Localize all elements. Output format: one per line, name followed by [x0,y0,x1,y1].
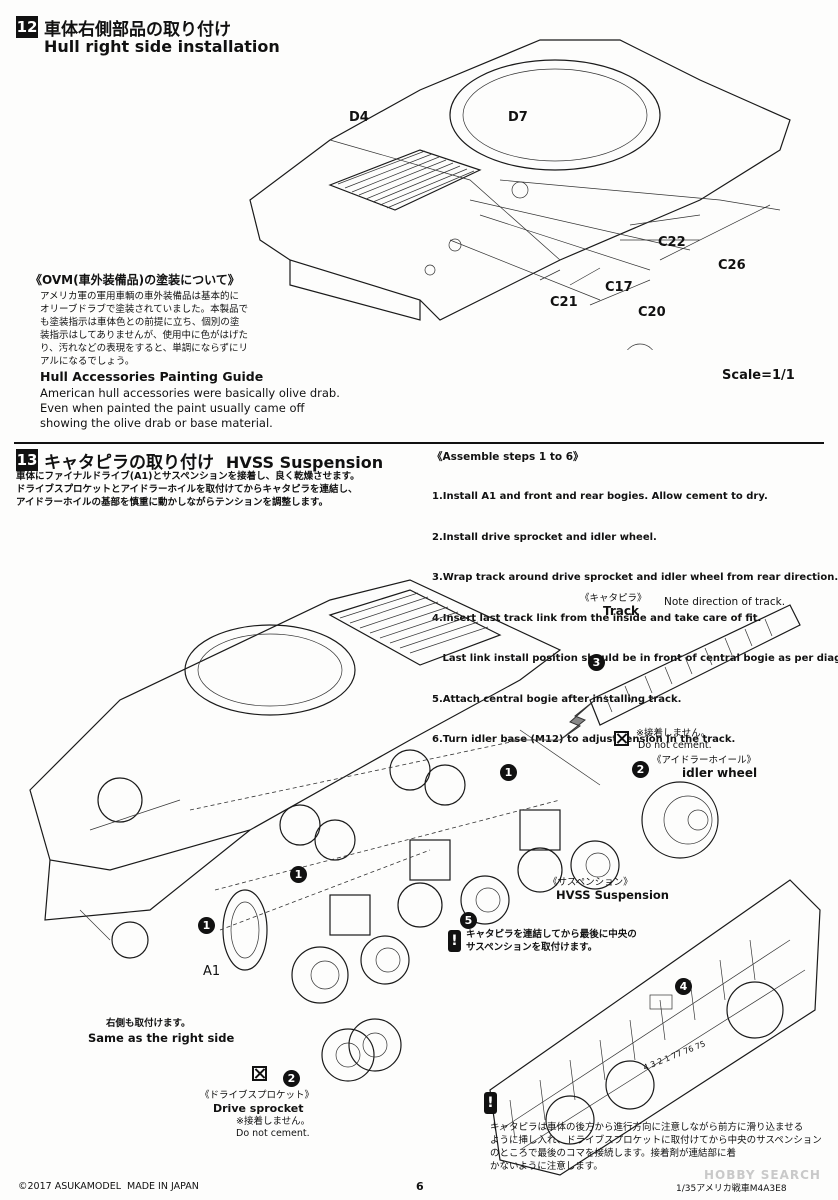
assemble-steps-title: 《Assemble steps 1 to 6》 [432,451,584,463]
section-divider [14,442,824,444]
ovm-en-line: American hull accessories were basically… [40,386,340,400]
no-cement-sprocket-icon [252,1066,267,1081]
step-circle-1-rear: 1 [500,764,517,781]
step-circle-1-front: 1 [198,917,215,934]
ovm-jp-line: アルになるでしょう。 [40,356,135,367]
ovm-jp-title: 《OVM(車外装備品)の塗装について》 [30,273,240,287]
part-label-c22: C22 [658,235,686,250]
step-12-title-en: Hull right side installation [44,37,280,56]
step-12-number: 12 [16,16,38,38]
ovm-jp-line: オリーブドラブで塗装されていました。本製品で [40,304,249,315]
track-label-jp: 《キャタピラ》 [580,593,647,604]
idler-label-jp: 《アイドラーホイール》 [652,755,757,766]
ovm-jp-body: アメリカ軍の軍用車輌の車外装備品は基本的に オリーブドラブで塗装されていました。… [40,290,300,368]
ovm-en-body: American hull accessories were basically… [40,386,370,431]
step-5-note-line: キャタピラを連結してから最後に中央の [466,929,637,940]
ovm-jp-line: アメリカ軍の軍用車輌の車外装備品は基本的に [40,291,240,302]
ovm-en-line: Even when painted the paint usually came… [40,401,305,415]
no-cement-jp: ※接着しません。 [636,728,711,739]
hvss-suspension-diagram [29,579,821,1176]
ovm-en-title: Hull Accessories Painting Guide [40,369,264,384]
hull-right-side-diagram [249,39,791,350]
suspension-label-en: HVSS Suspension [556,888,669,902]
caution-icon: ! [448,930,461,952]
step-12-title-jp: 車体右側部品の取り付け [44,20,231,40]
part-label-c17: C17 [605,280,633,295]
part-label-c21: C21 [550,295,578,310]
step-circle-2-sprocket: 2 [283,1070,300,1087]
part-label-c20: C20 [638,305,666,320]
sprocket-label-jp: 《ドライブスプロケット》 [200,1090,315,1101]
assemble-step: 4.Insert last track link from the inside… [432,612,762,624]
step-13-jp-body: 車体にファイナルドライブ(A1)とサスペンションを接着し、良く乾燥させます。 ド… [16,470,416,509]
sprocket-nc-jp: ※接着しません。 [236,1116,311,1127]
step-13-title-jp: キャタピラの取り付け HVSS Suspension [44,448,383,473]
step-circle-4: 4 [675,978,692,995]
ovm-en-line: showing the olive drab or base material. [40,416,273,430]
assemble-step: 1.Install A1 and front and rear bogies. … [432,491,768,502]
track-note: Note direction of track. [664,596,786,608]
track-install-note: キャタピラは車体の後方から進行方向に注意しながら前方に滑り込ませる ように挿し入… [490,1121,830,1173]
sprocket-label-en: Drive sprocket [213,1102,304,1115]
step-circle-1-mid: 1 [290,866,307,883]
step-circle-5: 5 [460,912,477,929]
track-install-note-line: ように挿し入れ、ドライブスプロケットに取付けてから中央のサスペンション [490,1135,822,1146]
footer-watermark: HOBBY SEARCH [704,1168,821,1182]
step-5-note-line: サスペンションを取付けます。 [466,942,598,953]
step-13-jp-line: ドライブスプロケットとアイドラーホイルを取付けてからキャタピラを連結し、 [16,484,358,495]
same-side-en: Same as the right side [88,1031,235,1045]
part-label-d4: D4 [349,110,369,125]
scale-label: Scale=1/1 [722,368,795,383]
ovm-jp-line: 装指示はしてありませんが、使用中に色がはげた [40,330,248,341]
track-install-note-line: かないように注意します。 [490,1161,603,1172]
step-5-note: キャタピラを連結してから最後に中央の サスペンションを取付けます。 [466,928,637,954]
track-install-note-line: キャタピラは車体の後方から進行方向に注意しながら前方に滑り込ませる [490,1122,804,1133]
assemble-step: 3.Wrap track around drive sprocket and i… [432,572,838,583]
step-13-jp-line: アイドラーホイルの基部を慎重に動かしながらテンションを調整します。 [16,497,329,508]
track-label-en: Track [603,604,639,618]
assemble-step: 2.Install drive sprocket and idler wheel… [432,531,657,543]
step-13-title-en: HVSS Suspension [225,453,384,472]
no-cement-en: Do not cement. [638,740,712,751]
part-label-c26: C26 [718,258,746,273]
caution-icon-bottom: ! [484,1092,497,1114]
part-label-a1: A1 [203,964,221,979]
no-cement-icon [614,731,629,746]
idler-label-en: idler wheel [682,766,758,780]
footer-made-in: MADE IN JAPAN [127,1181,199,1192]
step-13-jp-line: 車体にファイナルドライブ(A1)とサスペンションを接着し、良く乾燥させます。 [16,471,360,482]
footer-copyright: ©2017 ASUKAMODEL [18,1181,122,1192]
sprocket-nc-en: Do not cement. [236,1128,310,1139]
footer-page-number: 6 [416,1180,424,1193]
step-13-number: 13 [16,449,38,471]
assemble-step: 6.Turn idler base (M12) to adjust tensio… [432,734,736,745]
assemble-step: 5.Attach central bogie after installing … [432,693,682,705]
ovm-jp-line: り、汚れなどの表現をすると、単調にならずにリ [40,343,249,354]
track-install-note-line: のところで最後のコマを接続します。接着剤が連結部に着 [490,1148,737,1159]
ovm-jp-line: も塗装指示は車体色との前提に立ち、個別の塗 [40,317,240,328]
part-label-d7: D7 [508,110,528,125]
step-circle-2-idler: 2 [632,761,649,778]
suspension-label-jp: 《サスペンション》 [548,877,633,888]
step-circle-3: 3 [588,654,605,671]
footer-product: 1/35アメリカ戦車M4A3E8 [676,1184,787,1194]
same-side-jp: 右側も取付けます。 [106,1018,191,1029]
step-13-title-jp-text: キャタピラの取り付け [44,453,214,473]
